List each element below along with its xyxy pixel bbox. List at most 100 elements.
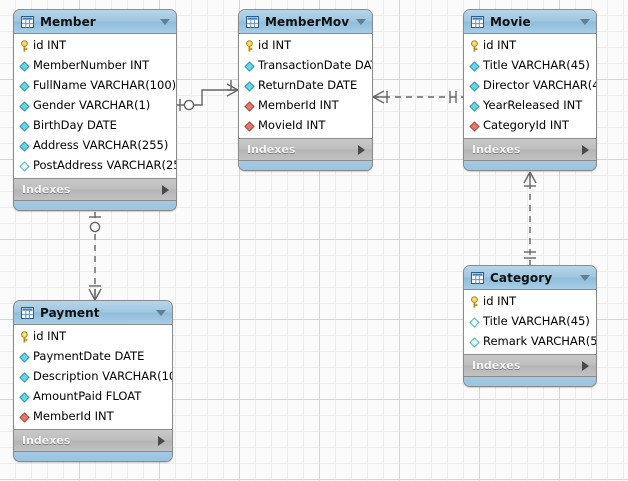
hollow-diamond-icon: [469, 316, 480, 328]
diamond-icon: [19, 80, 30, 92]
triangle-right-icon[interactable]: [582, 144, 589, 155]
indexes-bar[interactable]: Indexes: [14, 430, 172, 452]
indexes-bar[interactable]: Indexes: [464, 355, 596, 377]
table-header-membermovie[interactable]: MemberMovie: [239, 10, 372, 34]
field-row[interactable]: MovieId INT: [239, 116, 372, 136]
chevron-down-icon[interactable]: [580, 18, 590, 25]
table-footer: [464, 161, 596, 170]
chevron-down-icon[interactable]: [356, 18, 366, 25]
field-row[interactable]: MemberNumber INT: [14, 56, 176, 76]
field-row[interactable]: MemberId INT: [14, 407, 172, 427]
field-row[interactable]: BirthDay DATE: [14, 116, 176, 136]
table-header-member[interactable]: Member: [14, 10, 176, 34]
indexes-label: Indexes: [472, 143, 521, 156]
table-icon: [246, 15, 259, 28]
field-row[interactable]: Remark VARCHAR(500): [464, 332, 596, 352]
table-payment[interactable]: Payment id INT PaymentDate DATE Description…: [13, 300, 173, 462]
field-row[interactable]: Director VARCHAR(45): [464, 76, 596, 96]
triangle-right-icon[interactable]: [158, 435, 165, 446]
chevron-down-icon[interactable]: [156, 309, 166, 316]
field-row[interactable]: id INT: [464, 36, 596, 56]
table-icon: [21, 15, 34, 28]
field-row[interactable]: Address VARCHAR(255): [14, 136, 176, 156]
field-row[interactable]: TransactionDate DATE: [239, 56, 372, 76]
field-row[interactable]: Gender VARCHAR(1): [14, 96, 176, 116]
triangle-right-icon[interactable]: [162, 184, 169, 195]
table-movie[interactable]: Movie id INT Title VARCHAR(45) Director VAR…: [463, 9, 597, 171]
field-label: FullName VARCHAR(100): [33, 78, 177, 93]
foreign-key-diamond-icon: [19, 411, 30, 423]
diamond-icon: [19, 140, 30, 152]
table-category[interactable]: Category id INT Title VARCHAR(45)Remark VA…: [463, 265, 597, 387]
table-icon: [471, 15, 484, 28]
diamond-icon: [19, 351, 30, 363]
field-row[interactable]: Title VARCHAR(45): [464, 56, 596, 76]
foreign-key-diamond-icon: [469, 120, 480, 132]
field-row[interactable]: ReturnDate DATE: [239, 76, 372, 96]
relationship-member-to-payment: [88, 212, 102, 301]
table-header-movie[interactable]: Movie: [464, 10, 596, 34]
table-header-category[interactable]: Category: [464, 266, 596, 290]
field-row[interactable]: Title VARCHAR(45): [464, 312, 596, 332]
field-row[interactable]: id INT: [14, 36, 176, 56]
table-header-payment[interactable]: Payment: [14, 301, 172, 325]
table-icon: [471, 271, 484, 284]
indexes-bar[interactable]: Indexes: [464, 139, 596, 161]
field-label: id INT: [483, 38, 517, 53]
indexes-label: Indexes: [22, 434, 71, 447]
table-footer: [239, 161, 372, 170]
diamond-icon: [19, 120, 30, 132]
field-label: Title VARCHAR(45): [483, 58, 590, 73]
table-footer: [14, 201, 176, 210]
indexes-bar[interactable]: Indexes: [14, 179, 176, 201]
chevron-down-icon[interactable]: [580, 274, 590, 281]
table-footer: [464, 377, 596, 386]
field-row[interactable]: id INT: [14, 327, 172, 347]
diamond-icon: [244, 60, 255, 72]
indexes-label: Indexes: [247, 143, 296, 156]
field-label: id INT: [258, 38, 292, 53]
table-membermovie[interactable]: MemberMovie id INT TransactionDate DATE Ret…: [238, 9, 373, 171]
field-label: id INT: [33, 329, 67, 344]
table-title: Payment: [40, 305, 100, 320]
field-row[interactable]: FullName VARCHAR(100): [14, 76, 176, 96]
field-label: AmountPaid FLOAT: [33, 389, 142, 404]
field-row[interactable]: id INT: [239, 36, 372, 56]
key-icon: [471, 295, 478, 308]
indexes-label: Indexes: [472, 359, 521, 372]
field-row[interactable]: Description VARCHAR(100): [14, 367, 172, 387]
field-row[interactable]: PostAddress VARCHAR(255): [14, 156, 176, 176]
field-label: CategoryId INT: [483, 118, 569, 133]
key-icon: [246, 39, 253, 52]
field-list: id INT TransactionDate DATE ReturnDate DAT…: [239, 34, 372, 139]
field-label: PaymentDate DATE: [33, 349, 145, 364]
field-row[interactable]: CategoryId INT: [464, 116, 596, 136]
foreign-key-diamond-icon: [244, 120, 255, 132]
triangle-right-icon[interactable]: [582, 360, 589, 371]
diamond-icon: [244, 80, 255, 92]
field-row[interactable]: MemberId INT: [239, 96, 372, 116]
diamond-icon: [469, 100, 480, 112]
chevron-down-icon[interactable]: [160, 18, 170, 25]
field-row[interactable]: AmountPaid FLOAT: [14, 387, 172, 407]
field-label: PostAddress VARCHAR(255): [33, 158, 177, 173]
field-label: TransactionDate DATE: [258, 58, 373, 73]
diamond-icon: [469, 60, 480, 72]
hollow-diamond-icon: [19, 160, 30, 172]
triangle-right-icon[interactable]: [358, 144, 365, 155]
key-icon: [21, 39, 28, 52]
field-label: Gender VARCHAR(1): [33, 98, 151, 113]
field-row[interactable]: id INT: [464, 292, 596, 312]
relationship-member-to-membermovie: [177, 80, 239, 111]
field-row[interactable]: YearReleased INT: [464, 96, 596, 116]
field-row[interactable]: PaymentDate DATE: [14, 347, 172, 367]
field-label: id INT: [483, 294, 517, 309]
key-icon: [471, 39, 478, 52]
foreign-key-diamond-icon: [244, 100, 255, 112]
indexes-bar[interactable]: Indexes: [239, 139, 372, 161]
field-label: BirthDay DATE: [33, 118, 117, 133]
hollow-diamond-icon: [469, 336, 480, 348]
